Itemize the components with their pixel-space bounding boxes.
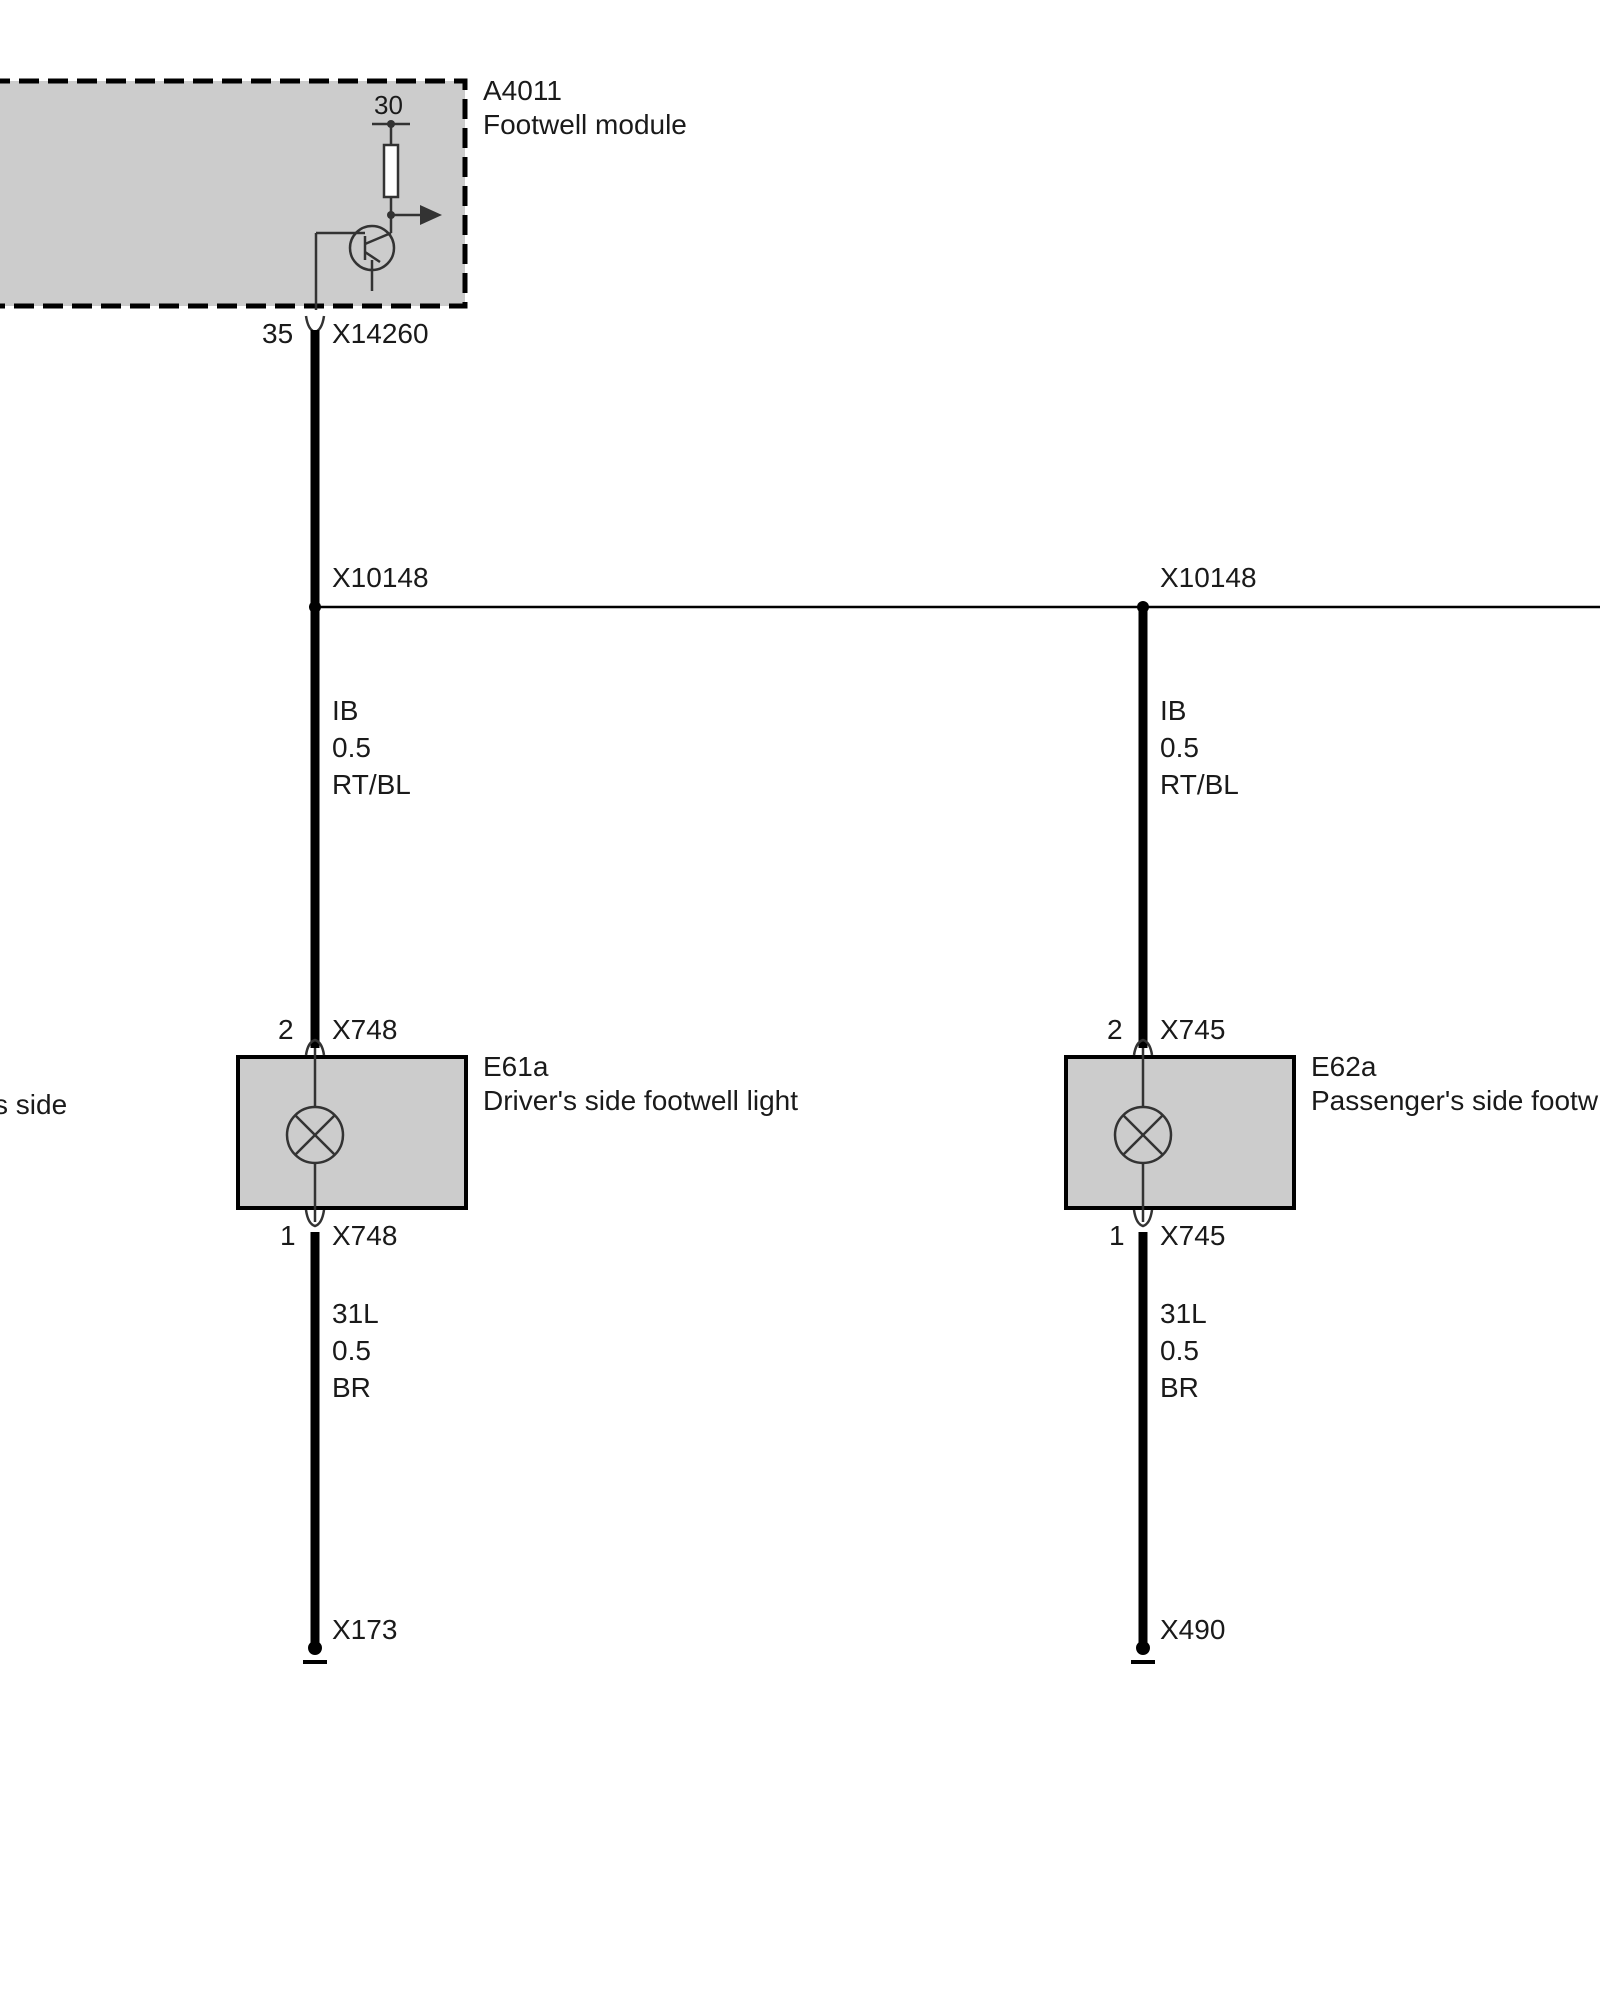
driver-footwell-light [236,1048,468,1222]
right-lower-color: BR [1160,1372,1199,1403]
right-ground-label: X490 [1160,1614,1225,1645]
left-light-top-connector: X748 [332,1014,397,1045]
lamp-icon [285,1105,345,1165]
left-light-name: Driver's side footwell light [483,1085,798,1116]
right-light-top-connector: X745 [1160,1014,1225,1045]
connector-pin-icon [304,1209,326,1228]
ground-icon [303,1641,327,1664]
left-splice-label: X10148 [332,562,429,593]
left-upper-gauge: 0.5 [332,732,371,763]
right-light-id: E62a [1311,1051,1377,1082]
left-lower-color: BR [332,1372,371,1403]
module-pin-number: 35 [262,318,293,349]
left-light-bottom-pin: 1 [280,1220,296,1251]
module-name: Footwell module [483,109,687,140]
right-upper-gauge: 0.5 [1160,732,1199,763]
passenger-footwell-light [1064,1048,1296,1222]
right-lower-gauge: 0.5 [1160,1335,1199,1366]
right-upper-circuit: IB [1160,695,1186,726]
right-lower-circuit: 31L [1160,1298,1207,1329]
right-upper-color: RT/BL [1160,769,1239,800]
left-upper-circuit: IB [332,695,358,726]
left-light-bottom-connector: X748 [332,1220,397,1251]
right-light-bottom-pin: 1 [1109,1220,1125,1251]
cut-off-label: s side [0,1089,67,1120]
lamp-icon [1113,1105,1173,1165]
module-connector: X14260 [332,318,429,349]
supply-terminal-label: 30 [374,90,403,120]
right-light-top-pin: 2 [1107,1014,1123,1045]
left-light-id: E61a [483,1051,549,1082]
right-light-bottom-connector: X745 [1160,1220,1225,1251]
left-light-top-pin: 2 [278,1014,294,1045]
right-light-name: Passenger's side footw [1311,1085,1599,1116]
splice-node-left [309,601,321,613]
left-lower-circuit: 31L [332,1298,379,1329]
left-lower-gauge: 0.5 [332,1335,371,1366]
connector-pin-icon [1132,1209,1154,1228]
left-upper-color: RT/BL [332,769,411,800]
connector-pin-icon [304,315,326,334]
footwell-module: 30 A4011 Footwell module [0,75,687,310]
left-ground-label: X173 [332,1614,397,1645]
ground-icon [1131,1641,1155,1664]
right-splice-label: X10148 [1160,562,1257,593]
connector-pin-icon [304,1038,326,1056]
module-internal-circuit-icon [314,120,442,310]
module-id: A4011 [483,75,562,106]
connector-pin-icon [1132,1038,1154,1056]
